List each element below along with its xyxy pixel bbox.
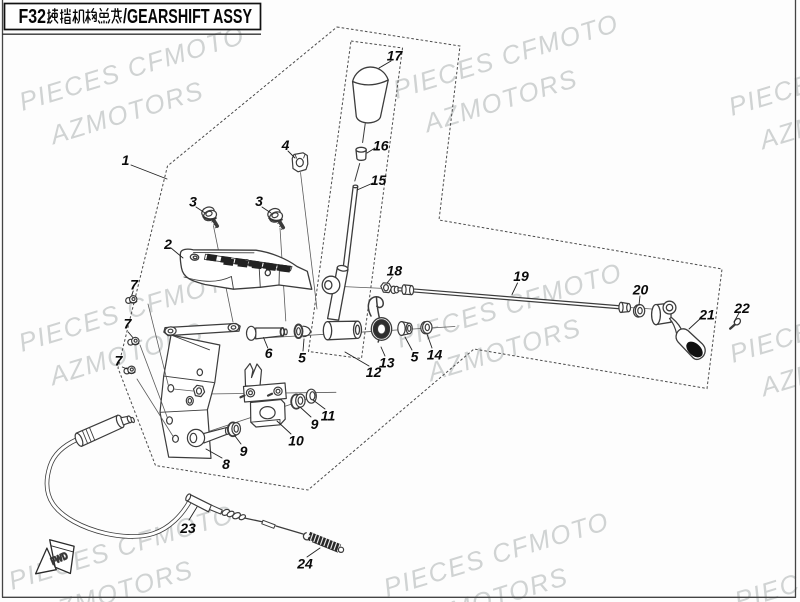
svg-text:7: 7 [115, 352, 124, 368]
svg-text:3: 3 [255, 193, 263, 209]
svg-text:/GEARSHIFT ASSY: /GEARSHIFT ASSY [123, 6, 252, 28]
svg-text:20: 20 [632, 281, 649, 297]
svg-text:11: 11 [321, 407, 336, 423]
svg-text:8: 8 [222, 456, 230, 472]
svg-text:18: 18 [387, 262, 403, 278]
svg-text:3: 3 [189, 193, 197, 209]
svg-text:15: 15 [371, 172, 387, 188]
svg-text:19: 19 [513, 268, 529, 284]
svg-text:5: 5 [298, 349, 306, 365]
svg-text:22: 22 [733, 300, 750, 316]
svg-text:7: 7 [124, 315, 133, 331]
svg-text:4: 4 [281, 137, 290, 153]
svg-text:10: 10 [288, 432, 304, 448]
svg-text:2: 2 [163, 236, 172, 252]
svg-text:PIECES CFMOTO: PIECES CFMOTO [731, 519, 800, 602]
svg-text:13: 13 [379, 355, 395, 371]
svg-text:9: 9 [240, 443, 248, 459]
svg-text:21: 21 [698, 306, 715, 322]
svg-text:7: 7 [130, 276, 139, 292]
svg-text:12: 12 [366, 364, 382, 380]
svg-text:5: 5 [411, 348, 419, 364]
svg-text:24: 24 [296, 555, 313, 571]
svg-text:14: 14 [427, 346, 443, 362]
svg-text:F32: F32 [19, 6, 47, 28]
svg-text:1: 1 [122, 152, 130, 168]
svg-text:23: 23 [179, 520, 196, 536]
svg-text:PIECES CFMOTO: PIECES CFMOTO [725, 25, 800, 122]
svg-text:6: 6 [265, 345, 273, 361]
svg-text:9: 9 [311, 416, 319, 432]
svg-text:17: 17 [387, 47, 404, 63]
svg-text:16: 16 [373, 138, 389, 154]
